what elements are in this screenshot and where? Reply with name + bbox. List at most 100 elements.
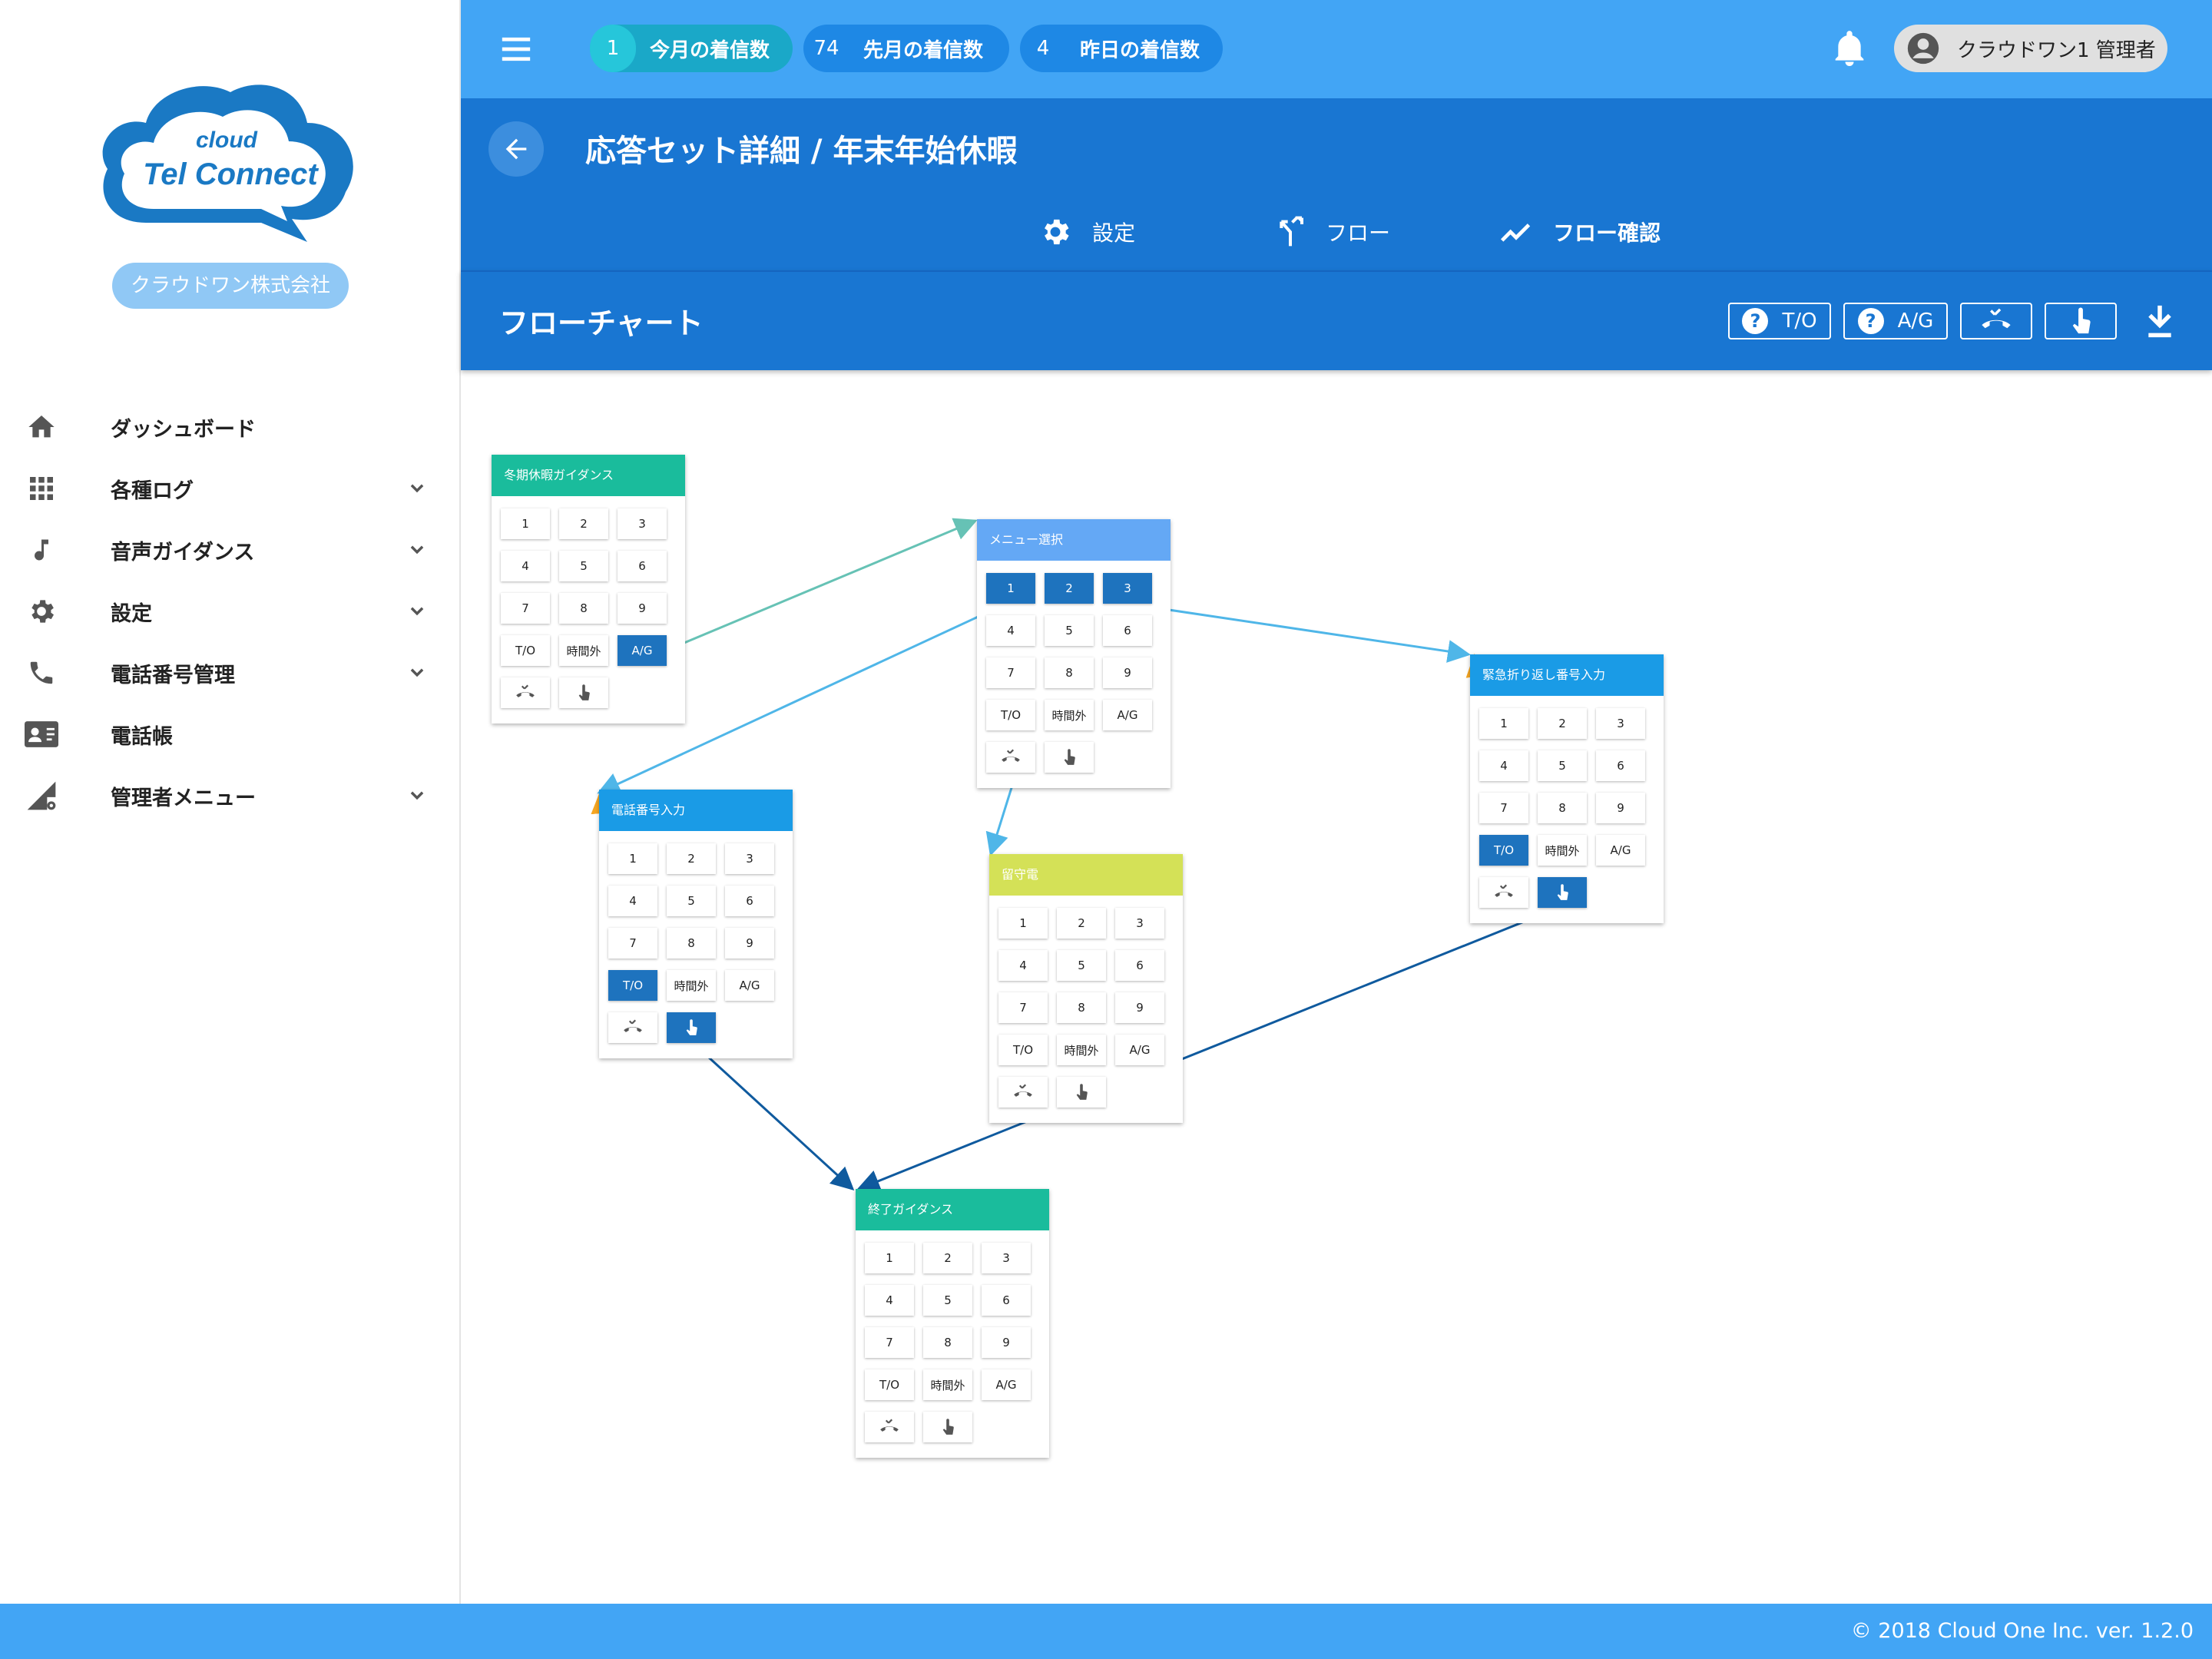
flow-key-button[interactable]: T/O (1479, 835, 1528, 866)
flow-key-button[interactable]: 5 (559, 551, 608, 581)
flow-key-button[interactable]: 時間外 (923, 1369, 972, 1400)
sidebar-item-phone-numbers[interactable]: 電話番号管理 (0, 642, 459, 704)
flow-key-button[interactable]: 2 (1045, 573, 1094, 604)
chevron-down-icon[interactable] (404, 537, 430, 563)
flow-key-button[interactable]: 3 (1115, 908, 1164, 939)
touch-key-button[interactable] (1045, 742, 1094, 773)
flow-key-button[interactable]: 5 (1057, 950, 1106, 981)
flow-key-button[interactable]: 9 (618, 593, 667, 624)
stat-yesterday[interactable]: 4 昨日の着信数 (1020, 25, 1223, 72)
flow-key-button[interactable]: 時間外 (559, 635, 608, 666)
stat-last-month[interactable]: 74 先月の着信数 (803, 25, 1009, 72)
flow-key-button[interactable]: T/O (865, 1369, 914, 1400)
hangup-legend-button[interactable] (1960, 303, 2032, 339)
flow-key-button[interactable]: 9 (982, 1327, 1031, 1358)
flow-key-button[interactable]: A/G (1115, 1035, 1164, 1065)
sidebar-item-phonebook[interactable]: 電話帳 (0, 704, 459, 765)
touch-legend-button[interactable] (2045, 303, 2117, 339)
flow-key-button[interactable]: 9 (725, 928, 774, 959)
flow-key-button[interactable]: A/G (1103, 700, 1152, 730)
touch-key-button[interactable] (667, 1012, 716, 1043)
tab-flow-check[interactable]: フロー確認 (1499, 207, 1661, 257)
hamburger-menu-icon[interactable] (499, 34, 533, 65)
flow-key-button[interactable]: 4 (986, 615, 1035, 646)
flow-key-button[interactable]: 2 (923, 1243, 972, 1273)
sidebar-item-logs[interactable]: 各種ログ (0, 458, 459, 519)
flow-key-button[interactable]: 2 (1057, 908, 1106, 939)
flow-key-button[interactable]: 3 (618, 508, 667, 539)
flow-key-button[interactable]: 2 (1538, 708, 1587, 739)
flow-key-button[interactable]: 6 (982, 1285, 1031, 1316)
hangup-key-button[interactable] (998, 1077, 1048, 1108)
chevron-down-icon[interactable] (404, 660, 430, 686)
flow-key-button[interactable]: 時間外 (1538, 835, 1587, 866)
flow-key-button[interactable]: 4 (501, 551, 550, 581)
flow-key-button[interactable]: T/O (998, 1035, 1048, 1065)
flow-key-button[interactable]: 1 (986, 573, 1035, 604)
flow-key-button[interactable]: 5 (923, 1285, 972, 1316)
flow-key-button[interactable]: 時間外 (667, 970, 716, 1001)
flow-key-button[interactable]: 7 (1479, 793, 1528, 823)
flow-key-button[interactable]: 7 (608, 928, 657, 959)
ag-legend-button[interactable]: ? A/G (1843, 303, 1948, 339)
flow-key-button[interactable]: A/G (1596, 835, 1645, 866)
tab-settings[interactable]: 設定 (1038, 207, 1135, 257)
stat-this-month[interactable]: 1 今月の着信数 (590, 25, 793, 72)
chevron-down-icon[interactable] (404, 783, 430, 809)
touch-key-button[interactable] (559, 677, 608, 708)
flow-key-button[interactable]: 1 (608, 843, 657, 874)
download-icon[interactable] (2143, 303, 2177, 339)
hangup-key-button[interactable] (986, 742, 1035, 773)
tab-flow[interactable]: フロー (1275, 207, 1390, 257)
flow-key-button[interactable]: 6 (618, 551, 667, 581)
flow-key-button[interactable]: 4 (998, 950, 1048, 981)
chevron-down-icon[interactable] (404, 475, 430, 502)
chevron-down-icon[interactable] (404, 598, 430, 624)
flow-key-button[interactable]: 8 (559, 593, 608, 624)
flow-key-button[interactable]: 5 (667, 886, 716, 916)
flow-key-button[interactable]: 1 (865, 1243, 914, 1273)
flow-key-button[interactable]: 9 (1115, 992, 1164, 1023)
flow-key-button[interactable]: 8 (923, 1327, 972, 1358)
hangup-key-button[interactable] (1479, 877, 1528, 908)
hangup-key-button[interactable] (865, 1412, 914, 1442)
flow-key-button[interactable]: 9 (1596, 793, 1645, 823)
flow-key-button[interactable]: 7 (501, 593, 550, 624)
sidebar-item-voice-guidance[interactable]: 音声ガイダンス (0, 519, 459, 581)
flow-key-button[interactable]: 1 (501, 508, 550, 539)
timeout-legend-button[interactable]: ? T/O (1728, 303, 1831, 339)
flow-key-button[interactable]: 5 (1045, 615, 1094, 646)
flow-key-button[interactable]: 時間外 (1045, 700, 1094, 730)
flow-key-button[interactable]: 6 (1596, 750, 1645, 781)
flow-key-button[interactable]: 6 (1103, 615, 1152, 646)
flow-key-button[interactable]: T/O (986, 700, 1035, 730)
user-menu[interactable]: クラウドワン1 管理者 (1894, 25, 2167, 72)
flow-key-button[interactable]: T/O (501, 635, 550, 666)
flow-key-button[interactable]: A/G (725, 970, 774, 1001)
flow-key-button[interactable]: 7 (865, 1327, 914, 1358)
touch-key-button[interactable] (1057, 1077, 1106, 1108)
flow-key-button[interactable]: 8 (1045, 657, 1094, 688)
touch-key-button[interactable] (1538, 877, 1587, 908)
flow-key-button[interactable]: A/G (618, 635, 667, 666)
flow-key-button[interactable]: 1 (1479, 708, 1528, 739)
flow-key-button[interactable]: T/O (608, 970, 657, 1001)
sidebar-item-settings[interactable]: 設定 (0, 581, 459, 642)
touch-key-button[interactable] (923, 1412, 972, 1442)
flow-key-button[interactable]: 4 (1479, 750, 1528, 781)
hangup-key-button[interactable] (501, 677, 550, 708)
bell-icon[interactable] (1833, 31, 1866, 68)
flow-key-button[interactable]: 8 (1057, 992, 1106, 1023)
flow-key-button[interactable]: A/G (982, 1369, 1031, 1400)
flow-key-button[interactable]: 3 (1596, 708, 1645, 739)
flow-key-button[interactable]: 8 (1538, 793, 1587, 823)
sidebar-item-dashboard[interactable]: ダッシュボード (0, 396, 459, 458)
flow-key-button[interactable]: 4 (608, 886, 657, 916)
flow-key-button[interactable]: 3 (1103, 573, 1152, 604)
